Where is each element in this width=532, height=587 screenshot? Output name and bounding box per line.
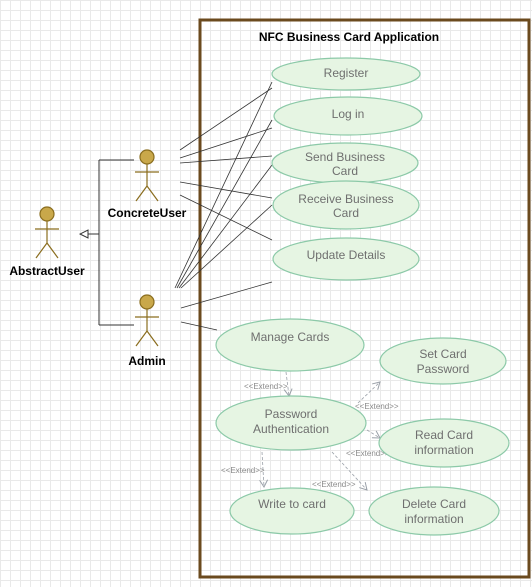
actor-label: ConcreteUser [108,206,187,220]
actor-concrete-user[interactable]: ConcreteUser [108,149,187,220]
svg-text:Read Card: Read Card [415,428,473,442]
svg-text:Authentication: Authentication [253,422,329,436]
svg-text:information: information [404,512,463,526]
generalization-connector [80,159,134,326]
svg-text:Register: Register [324,66,369,80]
use-case-read-card-information[interactable]: Read Card information [378,418,510,468]
use-case-receive-business-card[interactable]: Receive Business Card [272,180,420,230]
admin-associations [174,81,273,331]
stick-figure-icon [135,294,159,347]
stick-figure-icon [35,206,59,259]
actor-admin[interactable]: Admin [128,294,166,368]
svg-text:Card: Card [332,164,358,178]
use-case-send-business-card[interactable]: Send Business Card [271,142,419,184]
actor-label: AbstractUser [9,264,85,278]
use-case-password-authentication[interactable]: Password Authentication [215,395,367,451]
extend-label-3: <<Extend>> [346,449,390,458]
use-case-manage-cards[interactable]: Manage Cards [215,318,365,372]
system-title: NFC Business Card Application [259,30,439,44]
use-case-log-in[interactable]: Log in [273,96,423,136]
use-case-set-card-password[interactable]: Set Card Password [379,337,507,385]
extend-label-4: <<Extend>> [221,466,265,475]
svg-text:Send Business: Send Business [305,150,385,164]
use-case-write-to-card[interactable]: Write to card [229,487,355,535]
svg-text:information: information [414,443,473,457]
extend-label-1: <<Extend>> [244,382,288,391]
extend-label-5: <<Extend>> [312,480,356,489]
svg-text:Log in: Log in [332,107,365,121]
svg-text:Update Details: Update Details [307,248,386,262]
use-case-delete-card-information[interactable]: Delete Card information [368,486,500,536]
actor-label: Admin [128,354,165,368]
svg-text:Receive Business: Receive Business [298,192,393,206]
system-boundary [198,18,531,579]
actor-abstract-user[interactable]: AbstractUser [9,206,85,278]
svg-text:Delete Card: Delete Card [402,497,466,511]
svg-text:Write to card: Write to card [258,497,326,511]
concrete-user-associations [179,87,273,241]
svg-text:Password: Password [417,362,470,376]
stick-figure-icon [135,149,159,202]
svg-text:Set Card: Set Card [419,347,466,361]
use-case-register[interactable]: Register [271,57,421,91]
extend-label-2: <<Extend>> [355,402,399,411]
svg-text:Password: Password [265,407,318,421]
svg-text:Card: Card [333,206,359,220]
svg-text:Manage Cards: Manage Cards [251,330,330,344]
use-case-update-details[interactable]: Update Details [272,237,420,281]
extend-relations [259,371,381,491]
